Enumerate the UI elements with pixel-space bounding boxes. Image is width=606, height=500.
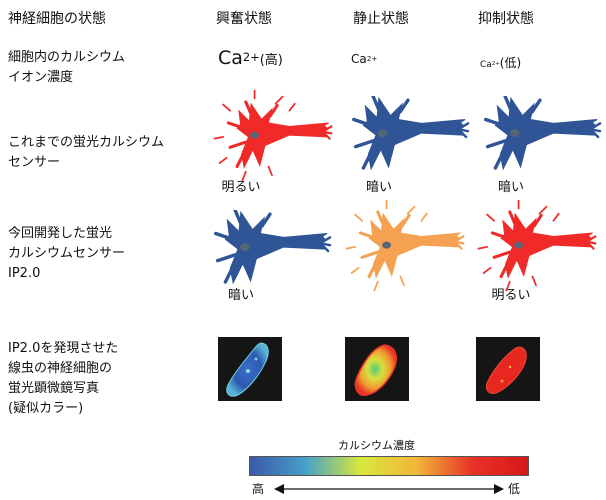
colorbar-title: カルシウム濃度 bbox=[338, 439, 415, 452]
state-ip20-excited: 暗い bbox=[227, 288, 254, 303]
state-ip20-inhibit: 明るい bbox=[491, 288, 531, 303]
column-header-excited: 興奮状態 bbox=[216, 11, 272, 27]
double-arrow-icon bbox=[274, 484, 504, 494]
colorbar-gradient bbox=[249, 456, 529, 476]
calcium-low: Ca2+(低) bbox=[480, 56, 522, 70]
micrograph-rest bbox=[345, 337, 409, 401]
calcium-high: Ca2+(高) bbox=[218, 47, 283, 69]
neuron-previous-excited bbox=[213, 89, 333, 182]
neuron-ip20-inhibit bbox=[477, 199, 597, 292]
header-title: 神経細胞の状態 bbox=[8, 11, 106, 27]
column-header-inhibit: 抑制状態 bbox=[478, 11, 534, 27]
micrograph-inhibit bbox=[476, 337, 540, 401]
neuron-ip20-rest bbox=[345, 199, 465, 292]
colorbar-label-high: 高 bbox=[252, 482, 265, 496]
colorbar-label-low: 低 bbox=[508, 482, 521, 496]
state-previous-rest: 暗い bbox=[365, 180, 392, 195]
column-header-rest: 静止状態 bbox=[353, 11, 409, 27]
neuron-ip20-excited bbox=[213, 210, 332, 285]
micrograph-excited bbox=[218, 337, 282, 401]
row-label-microscopy: IP2.0を発現させた 線虫の神経細胞の 蛍光顕微鏡写真 (疑似カラー) bbox=[8, 341, 119, 416]
state-previous-inhibit: 暗い bbox=[497, 180, 524, 195]
calcium-rest: Ca2+ bbox=[351, 52, 378, 66]
row-label-calcium: 細胞内のカルシウム イオン濃度 bbox=[8, 50, 126, 85]
row-label-ip20: 今回開発した蛍光 カルシウムセンサー IP2.0 bbox=[8, 226, 126, 281]
state-previous-excited: 明るい bbox=[221, 180, 261, 195]
row-label-previous-sensor: これまでの蛍光カルシウム センサー bbox=[8, 135, 165, 170]
neuron-previous-inhibit bbox=[483, 96, 602, 171]
neuron-previous-rest bbox=[351, 96, 470, 171]
